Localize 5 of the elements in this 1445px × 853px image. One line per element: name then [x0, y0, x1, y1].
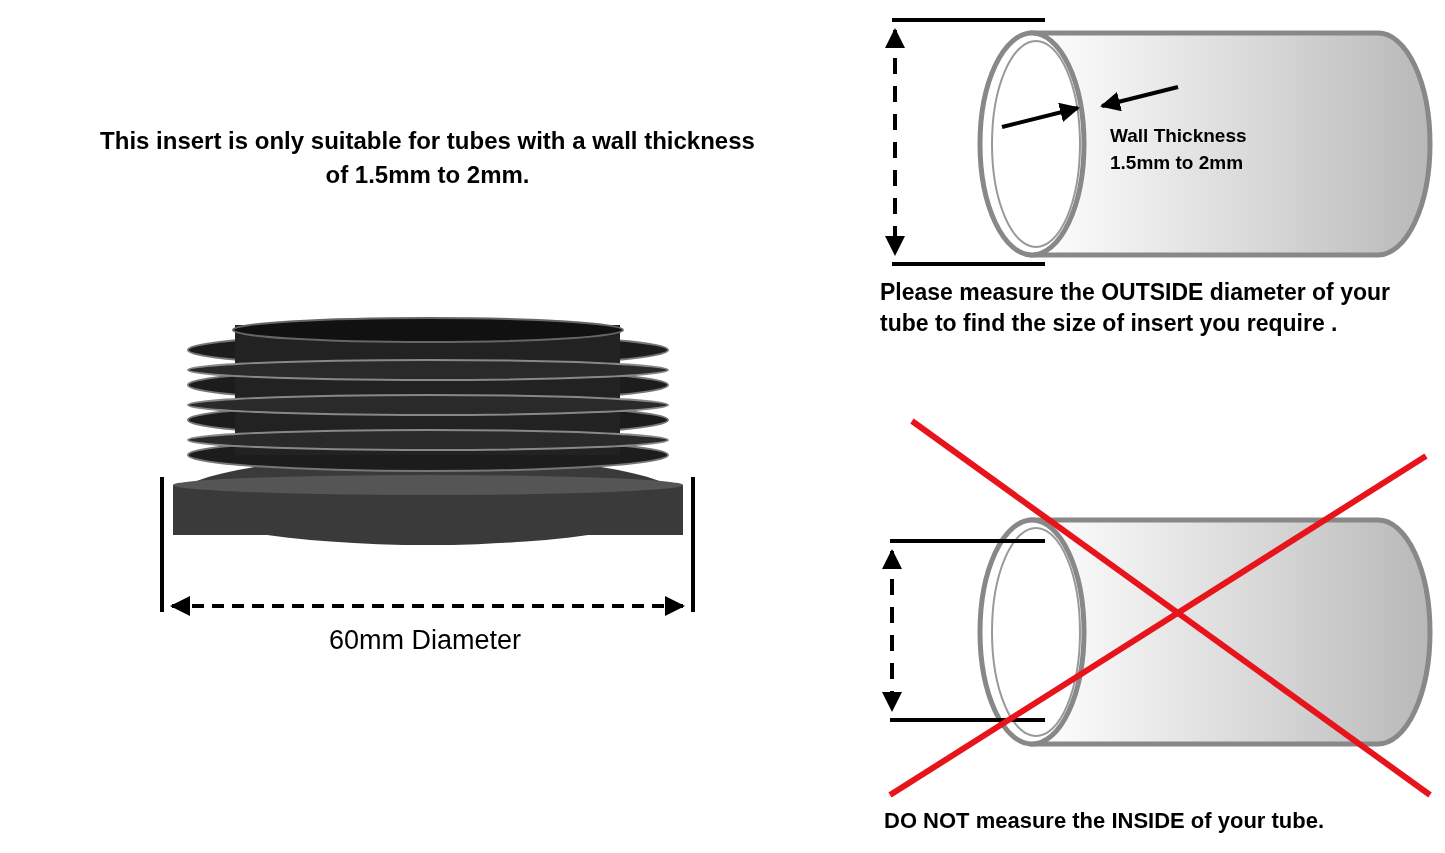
note-text: Please measure the OUTSIDE diameter of your tube to find the size of insert you require .	[880, 278, 1391, 338]
note-text: 60mm Diameter	[327, 624, 522, 657]
note-text: This insert is only suitable for tubes with a wall thickness of 1.5mm to 2mm.	[99, 126, 756, 190]
note-text: Wall Thickness 1.5mm to 2mm	[1110, 124, 1248, 175]
note-text: DO NOT measure the INSIDE of your tube.	[884, 807, 1326, 835]
